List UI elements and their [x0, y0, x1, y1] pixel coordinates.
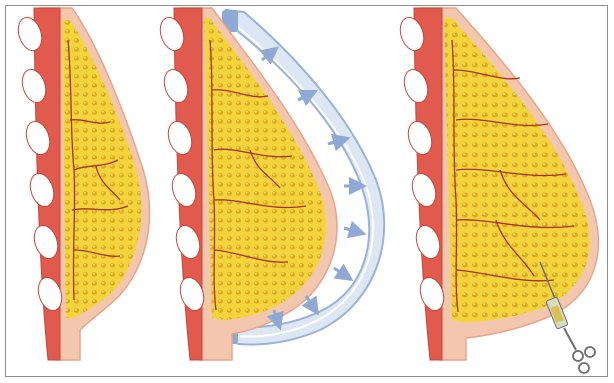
fat-tissue	[204, 18, 326, 320]
suction-arrow-icon	[334, 268, 346, 276]
suction-arrow-icon	[344, 228, 358, 232]
suction-arrow-icon	[306, 296, 314, 308]
panel-before	[14, 8, 149, 360]
panel-after	[396, 8, 598, 373]
panel-expansion	[156, 8, 384, 360]
